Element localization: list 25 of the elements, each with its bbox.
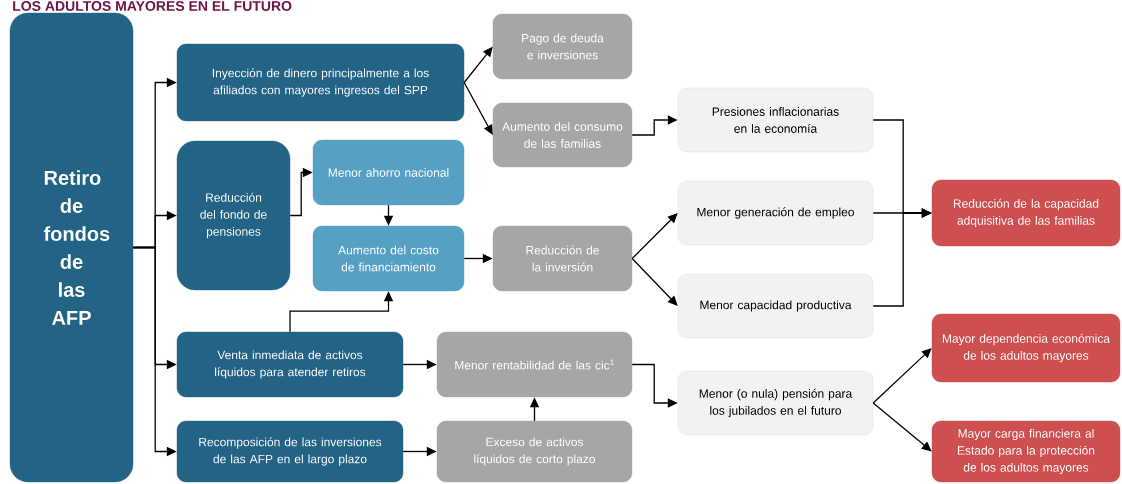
outcome-box: Mayor carga financiera al Estado para la protección de los adultos mayores <box>931 420 1121 483</box>
process-box: Recomposición de las inversiones de las AFP en el largo plazo <box>176 420 404 483</box>
effect-box: Aumento del consumo de las familias <box>492 102 633 168</box>
outcome-box: Mayor dependencia económica de los adultos mayores <box>931 313 1121 383</box>
arrow <box>872 348 932 404</box>
effect-box: Reducción de la inversión <box>492 225 633 292</box>
arrow <box>631 213 678 260</box>
arrow <box>872 402 932 452</box>
process-box: Reducción del fondo de pensiones <box>176 140 291 291</box>
effect-box: Presiones inflacionarias en la economía <box>677 87 874 153</box>
arrow <box>463 81 493 135</box>
process-box: Venta inmediata de activos líquidos para atender retiros <box>176 331 404 398</box>
process-box: Retiro de fondos de las AFP <box>9 12 134 483</box>
process-box: Menor ahorro nacional <box>312 139 465 206</box>
outcome-box: Reducción de la capacidad adquisitiva de las familias <box>931 179 1121 247</box>
arrow <box>631 257 678 306</box>
effect-box: Pago de deuda e inversiones <box>492 13 633 80</box>
effect-box: Menor generación de empleo <box>677 180 874 246</box>
process-box: Inyección de dinero principalmente a los afiliados con mayores ingresos del SPP <box>176 43 465 122</box>
effect-box: Menor rentabilidad de las cic$^{1}$ <box>436 331 633 398</box>
effect-box: Menor capacidad productiva <box>677 273 874 339</box>
effect-box: Menor (o nula) pensión para los jubilados en el futuro <box>677 370 874 436</box>
effect-box: Exceso de activos líquidos de corto plazo <box>436 420 633 483</box>
process-box: Aumento del costo de financiamiento <box>312 225 465 292</box>
title: LOS ADULTOS MAYORES EN EL FUTURO <box>13 1 292 11</box>
